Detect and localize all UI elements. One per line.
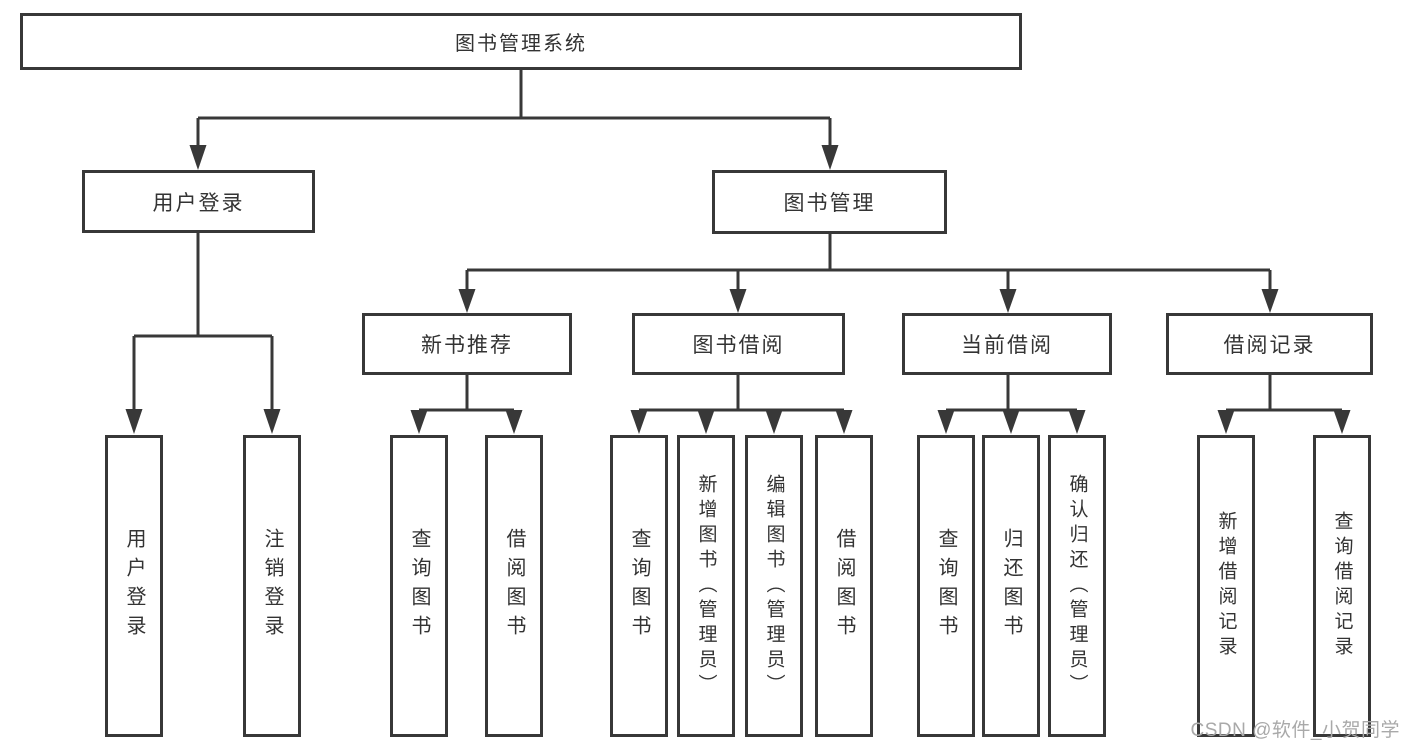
leaf-query-book-1-label: 查询图书 <box>408 528 430 644</box>
node-new-book-recommend: 新书推荐 <box>362 313 572 375</box>
arrow-leaf-query-3 <box>937 410 955 434</box>
arrow-new-book <box>458 289 476 313</box>
arrow-leaf-query-2 <box>630 410 648 434</box>
leaf-borrow-book-1-label: 借阅图书 <box>503 528 525 644</box>
arrow-user-login <box>189 145 207 170</box>
arrow-leaf-return <box>1002 410 1020 434</box>
leaf-query-book-1: 查询图书 <box>390 435 448 737</box>
node-borrow-records-label: 借阅记录 <box>1223 334 1316 357</box>
arrow-book-mgmt <box>821 145 839 170</box>
leaf-edit-book-admin-label: 编辑图书（管理员） <box>763 473 785 699</box>
node-root-label: 图书管理系统 <box>455 33 587 55</box>
leaf-query-book-3: 查询图书 <box>917 435 975 737</box>
leaf-return-book: 归还图书 <box>982 435 1040 737</box>
node-new-book-recommend-label: 新书推荐 <box>421 334 513 357</box>
arrow-leaf-user-login <box>125 409 143 434</box>
leaf-add-book-admin: 新增图书（管理员） <box>677 435 735 737</box>
arrow-current <box>999 289 1017 313</box>
node-book-management-label: 图书管理 <box>783 192 876 215</box>
arrow-leaf-add-book <box>697 410 715 434</box>
leaf-confirm-return-admin: 确认归还（管理员） <box>1048 435 1106 737</box>
leaf-add-borrow-record-label: 新增借阅记录 <box>1215 511 1237 661</box>
arrow-leaf-query-1 <box>410 410 428 434</box>
leaf-borrow-book-2-label: 借阅图书 <box>833 528 855 644</box>
arrow-records <box>1261 289 1279 313</box>
leaf-borrow-book-2: 借阅图书 <box>815 435 873 737</box>
node-user-login-label: 用户登录 <box>152 191 245 215</box>
node-book-management: 图书管理 <box>712 170 947 234</box>
connector-strokes <box>132 70 1342 412</box>
node-borrow-records: 借阅记录 <box>1166 313 1373 375</box>
leaf-query-book-2: 查询图书 <box>610 435 668 737</box>
leaf-return-book-label: 归还图书 <box>1000 528 1022 644</box>
leaf-query-borrow-record-label: 查询借阅记录 <box>1331 511 1353 661</box>
leaf-add-borrow-record: 新增借阅记录 <box>1197 435 1255 737</box>
node-book-borrow: 图书借阅 <box>632 313 845 375</box>
leaf-query-book-2-label: 查询图书 <box>628 528 650 644</box>
arrow-leaf-logout <box>263 409 281 434</box>
arrow-leaf-confirm-return <box>1068 410 1086 434</box>
node-root: 图书管理系统 <box>20 13 1022 70</box>
arrow-leaf-query-record <box>1333 410 1351 434</box>
node-user-login: 用户登录 <box>82 170 315 233</box>
arrow-leaf-borrow-2 <box>835 410 853 434</box>
leaf-user-login-label: 用户登录 <box>123 528 145 644</box>
leaf-add-book-admin-label: 新增图书（管理员） <box>695 473 717 699</box>
leaf-user-login: 用户登录 <box>105 435 163 737</box>
leaf-edit-book-admin: 编辑图书（管理员） <box>745 435 803 737</box>
leaf-logout: 注销登录 <box>243 435 301 737</box>
watermark: CSDN @软件_小贺同学 <box>1190 720 1400 741</box>
arrow-leaf-add-record <box>1217 410 1235 434</box>
leaf-query-borrow-record: 查询借阅记录 <box>1313 435 1371 737</box>
arrow-leaf-edit-book <box>765 410 783 434</box>
leaf-borrow-book-1: 借阅图书 <box>485 435 543 737</box>
connector-arrowheads <box>125 145 1351 434</box>
node-book-borrow-label: 图书借阅 <box>692 334 785 357</box>
node-current-borrow-label: 当前借阅 <box>961 334 1053 357</box>
node-current-borrow: 当前借阅 <box>902 313 1112 375</box>
arrow-leaf-borrow-1 <box>505 410 523 434</box>
arrow-borrow <box>729 289 747 313</box>
leaf-logout-label: 注销登录 <box>261 528 283 644</box>
leaf-query-book-3-label: 查询图书 <box>935 528 957 644</box>
leaf-confirm-return-admin-label: 确认归还（管理员） <box>1066 473 1088 699</box>
